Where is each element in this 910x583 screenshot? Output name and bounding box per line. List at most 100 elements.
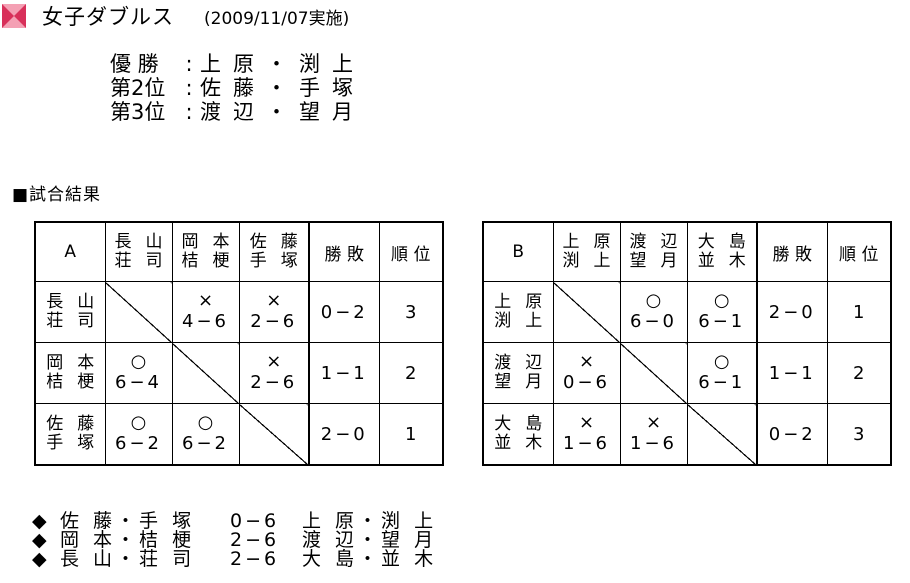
match-score: 2−6	[250, 372, 298, 393]
diamond-bullet-icon: ◆	[32, 548, 47, 570]
match-pair-1: 佐 藤・手 塚	[60, 510, 196, 532]
group-a-table: A 長山荘司 岡本桔梗 佐藤手塚 勝 敗 順 位 長山荘司 ×4−6 ×2−6 …	[34, 221, 444, 466]
match-mark: ○	[130, 412, 147, 433]
group-b-table: B 上原渕上 渡辺望月 大島並木 勝 敗 順 位 上原渕上 ○6−0 ○6−1 …	[482, 221, 892, 466]
standing-separator: :	[185, 76, 193, 100]
rank-value: 2	[826, 342, 892, 404]
match-mark: ×	[197, 290, 214, 311]
table-row: 岡本桔梗 ○6−4 ×2−6 1−1 2	[34, 342, 444, 404]
match-score: 6−1	[698, 372, 746, 393]
match-cell: ○6−4	[104, 342, 173, 404]
match-cell: ○6−2	[104, 403, 173, 466]
win-loss-value: 2−0	[756, 281, 828, 343]
match-cell: ×1−6	[552, 403, 621, 466]
standing-label: 優 勝	[110, 52, 159, 76]
match-mark: ○	[645, 290, 662, 311]
diamond-bullet-icon: ◆	[32, 510, 47, 532]
diagonal-cell	[686, 403, 758, 466]
match-pair-1: 岡 本・桔 梗	[60, 529, 196, 551]
diagonal-cell	[104, 281, 173, 343]
standing-names: 佐藤・手塚	[200, 76, 365, 100]
standing-separator: :	[185, 52, 193, 76]
diamond-bullet-icon: ◆	[32, 529, 47, 551]
page-title: 女子ダブルス	[42, 5, 174, 29]
standing-row: 優 勝 : 上原・渕上	[110, 52, 365, 76]
player-row-label: 長山荘司	[34, 281, 106, 343]
match-cell: ×2−6	[238, 342, 310, 404]
match-score: 0−6	[230, 510, 280, 532]
standing-label: 第3位	[110, 100, 166, 124]
win-loss-value: 1−1	[756, 342, 828, 404]
rank-value: 1	[378, 403, 444, 466]
standing-row: 第3位 : 渡辺・望月	[110, 100, 365, 124]
match-score: 2−6	[230, 548, 280, 570]
match-score: 1−6	[563, 433, 610, 454]
diagonal-cell	[171, 342, 240, 404]
match-mark: ×	[578, 412, 595, 433]
standing-row: 第2位 : 佐藤・手塚	[110, 76, 365, 100]
match-score: 6−0	[630, 311, 677, 332]
diagonal-cell	[238, 403, 310, 466]
player-row-label: 大島並木	[482, 403, 554, 466]
diagonal-cell	[619, 342, 688, 404]
match-mark: ○	[130, 351, 147, 372]
match-cell: ○6−0	[619, 281, 688, 343]
match-pair-1: 長 山・荘 司	[60, 548, 196, 570]
table-row: 大島並木 ×1−6 ×1−6 0−2 3	[482, 403, 892, 466]
match-cell: ×2−6	[238, 281, 310, 343]
table-row: 上原渕上 ○6−0 ○6−1 2−0 1	[482, 281, 892, 343]
group-label: A	[34, 221, 106, 282]
player-row-label: 佐藤手塚	[34, 403, 106, 466]
win-loss-value: 0−2	[308, 281, 380, 343]
match-score: 6−4	[115, 372, 162, 393]
match-cell: ×4−6	[171, 281, 240, 343]
player-header: 岡本桔梗	[171, 221, 240, 282]
match-score: 1−6	[630, 433, 677, 454]
page-header: 女子ダブルス (2009/11/07実施)	[0, 2, 349, 30]
list-item: ◆ 岡 本・桔 梗 2−6 渡 辺・望 月	[32, 531, 437, 550]
match-mark: ×	[266, 351, 282, 372]
list-item: ◆ 佐 藤・手 塚 0−6 上 原・渕 上	[32, 512, 437, 531]
rank-header: 順 位	[826, 221, 892, 282]
match-pair-2: 大 島・並 木	[302, 548, 438, 570]
player-header: 佐藤手塚	[238, 221, 310, 282]
match-score: 6−2	[182, 433, 229, 454]
win-loss-value: 0−2	[756, 403, 828, 466]
table-row: 渡辺望月 ×0−6 ○6−1 1−1 2	[482, 342, 892, 404]
win-loss-header: 勝 敗	[308, 221, 380, 282]
match-pair-2: 上 原・渕 上	[302, 510, 438, 532]
rank-value: 3	[378, 281, 444, 343]
player-row-label: 渡辺望月	[482, 342, 554, 404]
rank-value: 1	[826, 281, 892, 343]
standing-separator: :	[185, 100, 193, 124]
match-pair-2: 渡 辺・望 月	[302, 529, 438, 551]
match-score: 2−6	[250, 311, 298, 332]
group-label: B	[482, 221, 554, 282]
rank-value: 3	[826, 403, 892, 466]
table-row: 佐藤手塚 ○6−2 ○6−2 2−0 1	[34, 403, 444, 466]
match-score: 4−6	[182, 311, 229, 332]
list-item: ◆ 長 山・荘 司 2−6 大 島・並 木	[32, 550, 437, 569]
match-cell: ○6−2	[171, 403, 240, 466]
event-date: (2009/11/07実施)	[204, 8, 350, 29]
match-mark: ×	[578, 351, 595, 372]
match-cell: ×1−6	[619, 403, 688, 466]
player-row-label: 岡本桔梗	[34, 342, 106, 404]
match-mark: ×	[645, 412, 662, 433]
win-loss-header: 勝 敗	[756, 221, 828, 282]
win-loss-value: 2−0	[308, 403, 380, 466]
player-header: 渡辺望月	[619, 221, 688, 282]
match-score: 0−6	[563, 372, 610, 393]
match-score: 6−2	[115, 433, 162, 454]
player-row-label: 上原渕上	[482, 281, 554, 343]
table-row: 長山荘司 ×4−6 ×2−6 0−2 3	[34, 281, 444, 343]
match-cell: ○6−1	[686, 281, 758, 343]
standing-label: 第2位	[110, 76, 166, 100]
match-mark: ○	[713, 290, 730, 311]
player-header: 上原渕上	[552, 221, 621, 282]
match-mark: ○	[197, 412, 214, 433]
rank-value: 2	[378, 342, 444, 404]
match-mark: ×	[266, 290, 282, 311]
section-title: ■試合結果	[12, 185, 102, 205]
standing-names: 渡辺・望月	[200, 100, 365, 124]
